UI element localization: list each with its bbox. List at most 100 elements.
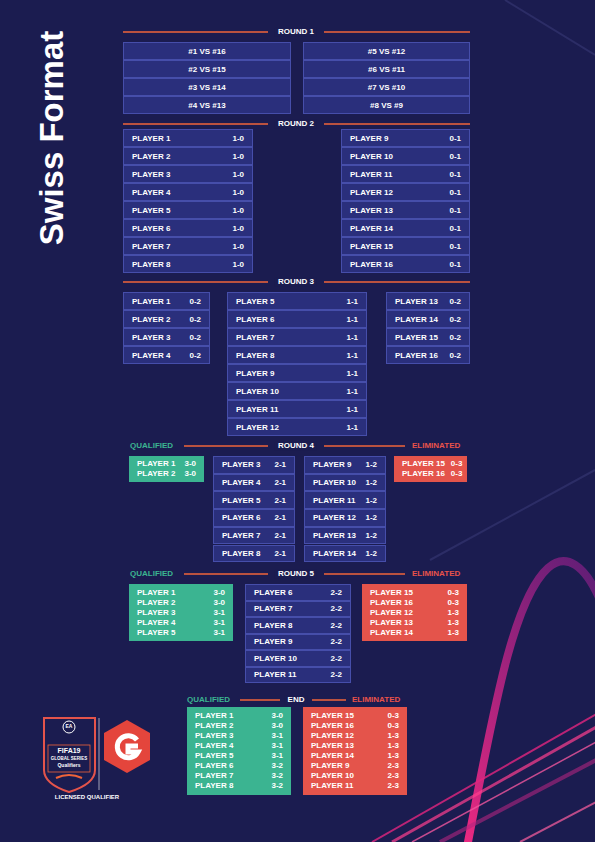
score: 0-2: [189, 351, 201, 360]
match-row: PLAYER 10-2: [123, 292, 210, 310]
match-row: PLAYER 3 2-1: [213, 456, 295, 474]
match-row: PLAYER 51-0: [123, 201, 253, 219]
player-name: PLAYER 4: [137, 618, 207, 628]
score: 0-3: [451, 459, 463, 469]
score: 0-1: [449, 170, 461, 179]
match-row: PLAYER 130-1: [341, 201, 470, 219]
score: 1-0: [232, 170, 244, 179]
player-name: PLAYER 2: [137, 469, 178, 479]
player-name: PLAYER 8: [195, 781, 265, 791]
match-row: PLAYER 82-2: [245, 617, 351, 634]
eliminated-heading: ELIMINATED: [412, 442, 460, 451]
score: 1-3: [387, 741, 399, 751]
player-name: PLAYER 7: [222, 531, 260, 540]
player-name: PLAYER 13: [395, 297, 438, 306]
player-name: PLAYER 14: [313, 549, 356, 558]
match-row: PLAYER 90-1: [341, 129, 470, 147]
match-row: PLAYER 42-1: [213, 474, 295, 492]
player-name: PLAYER 5: [137, 628, 207, 638]
result-panel: PLAYER 13-0PLAYER 23-0: [129, 456, 204, 482]
player-name: PLAYER 4: [222, 478, 260, 487]
player-name: #6 VS #11: [368, 65, 405, 74]
eliminated-heading: ELIMINATED: [412, 570, 460, 579]
score: 2-1: [274, 460, 286, 469]
player-name: #5 VS #12: [368, 47, 405, 56]
score: 0-3: [447, 588, 459, 598]
result-panel: PLAYER 150-3PLAYER 160-3: [394, 456, 467, 482]
player-name: PLAYER 4: [132, 188, 170, 197]
score: 3-1: [271, 741, 283, 751]
score: 0-1: [449, 188, 461, 197]
match-row: #8 VS #9: [303, 96, 470, 114]
score: 1-0: [232, 224, 244, 233]
score: 2-3: [387, 761, 399, 771]
match-row: PLAYER 14 1-2: [304, 545, 386, 563]
score: 0-2: [449, 333, 461, 342]
player-name: PLAYER 8: [254, 621, 292, 630]
licensed-text: LICENSED QUALIFIER: [55, 794, 119, 801]
player-name: PLAYER 3: [132, 333, 170, 342]
score: 3-0: [271, 721, 283, 731]
player-name: PLAYER 15: [402, 459, 445, 469]
score: 2-2: [330, 604, 342, 613]
score: 0-3: [451, 469, 463, 479]
score: 3-0: [271, 711, 283, 721]
match-row: PLAYER 101-1: [227, 382, 367, 400]
player-name: PLAYER 1: [137, 588, 207, 598]
round-header: END: [285, 696, 308, 705]
score: 1-2: [365, 478, 377, 487]
score: 1-0: [232, 188, 244, 197]
player-name: PLAYER 14: [311, 751, 381, 761]
fifa-logo: [44, 718, 99, 792]
score: 1-1: [346, 333, 358, 342]
match-row: PLAYER 6 1-0: [123, 219, 253, 237]
score: 0-1: [449, 134, 461, 143]
score: 1-1: [346, 315, 358, 324]
match-row: PLAYER 130-2: [386, 292, 470, 310]
player-name: PLAYER 5: [132, 206, 170, 215]
score: 1-0: [232, 152, 244, 161]
score: 1-3: [447, 618, 459, 628]
match-row: PLAYER 62-1: [213, 509, 295, 527]
qualified-heading: QUALIFIED: [130, 442, 173, 451]
round-header: ROUND 3: [275, 278, 317, 287]
match-row: PLAYER 6 1-1: [227, 310, 367, 328]
player-name: PLAYER 3: [137, 608, 207, 618]
score: 1-3: [387, 731, 399, 741]
match-row: PLAYER 81-0: [123, 255, 253, 273]
score: 2-3: [387, 771, 399, 781]
score: 1-2: [365, 549, 377, 558]
player-name: PLAYER 3: [222, 460, 260, 469]
player-name: PLAYER 2: [132, 152, 170, 161]
score: 0-1: [449, 152, 461, 161]
player-name: PLAYER 8: [132, 260, 170, 269]
logo-text: FIFA19: [58, 747, 81, 755]
match-row: PLAYER 92-2: [245, 634, 351, 651]
match-row: #6 VS #11: [303, 60, 470, 78]
player-name: PLAYER 11: [236, 405, 278, 414]
player-name: PLAYER 6: [132, 224, 170, 233]
match-row: PLAYER 72-2: [245, 601, 351, 618]
player-name: PLAYER 9: [236, 369, 274, 378]
match-row: PLAYER 71-1: [227, 328, 367, 346]
match-row: PLAYER 140-2: [386, 310, 470, 328]
match-row: PLAYER 102-2: [245, 650, 351, 667]
ea-logo: EA: [66, 724, 73, 730]
player-name: PLAYER 1: [195, 711, 265, 721]
result-panel: PLAYER 150-3PLAYER 160-3PLAYER 121-3PLAY…: [303, 707, 407, 795]
score: 1-0: [232, 134, 244, 143]
round-header: ROUND 5: [275, 570, 317, 579]
match-row: PLAYER 71-0: [123, 237, 253, 255]
player-name: PLAYER 11: [311, 781, 381, 791]
player-name: PLAYER 14: [350, 224, 393, 233]
player-name: PLAYER 6: [236, 315, 274, 324]
score: 2-2: [330, 670, 342, 679]
score: 3-0: [213, 598, 225, 608]
round-header: ROUND 4: [275, 442, 317, 451]
player-name: PLAYER 8: [222, 549, 260, 558]
match-row: PLAYER 160-1: [341, 255, 470, 273]
round-header: ROUND 1: [275, 28, 317, 37]
player-name: #3 VS #14: [188, 83, 225, 92]
match-row: PLAYER 52-1: [213, 491, 295, 509]
player-name: PLAYER 16: [402, 469, 445, 479]
